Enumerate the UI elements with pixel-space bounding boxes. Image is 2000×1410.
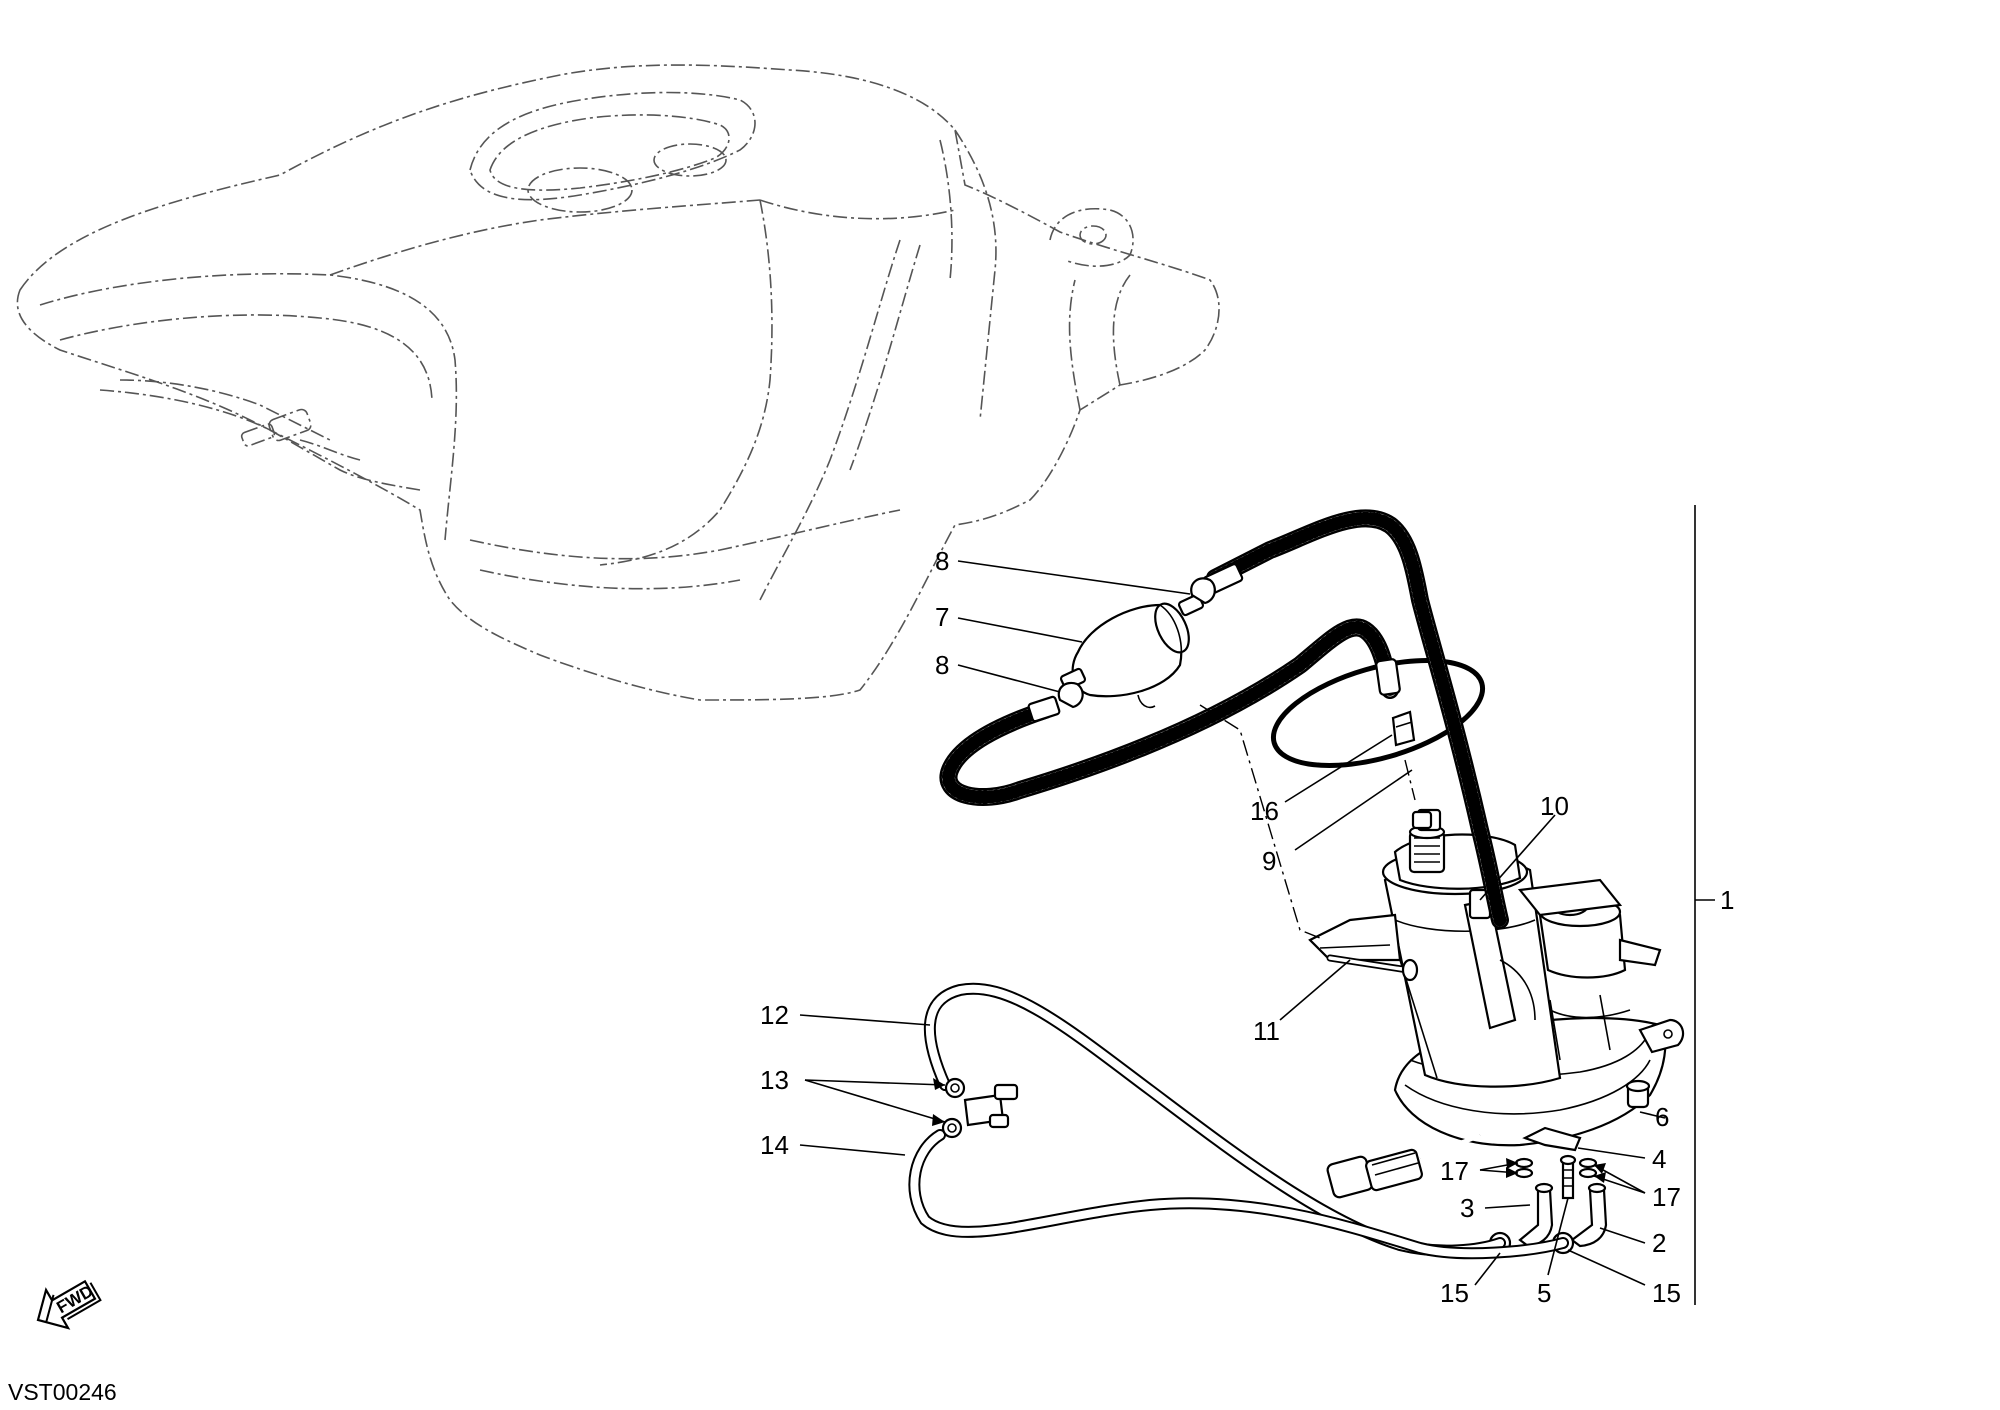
callout-12: 12 [760, 1000, 789, 1030]
callout-10: 10 [1540, 791, 1569, 821]
corrugated-hose-feed [939, 618, 1401, 806]
callout-3: 3 [1460, 1193, 1474, 1223]
pump-electrical-connector [1326, 1132, 1482, 1199]
callout-6: 6 [1655, 1102, 1669, 1132]
callout-17-left: 17 [1440, 1156, 1469, 1186]
pump-outlet-nipple [1411, 810, 1433, 830]
union-2 [1570, 1182, 1608, 1248]
fuel-filter-7 [1059, 593, 1205, 709]
drain-tube-14 [908, 1129, 1569, 1260]
assembly-line-ring [1404, 759, 1416, 801]
callout-9: 9 [1262, 846, 1276, 876]
union-3 [1518, 1182, 1554, 1248]
hose-clamp-8-upper [1190, 577, 1216, 605]
callout-11: 11 [1253, 1016, 1280, 1046]
plate-4 [1522, 1126, 1582, 1152]
callout-5: 5 [1537, 1278, 1551, 1308]
screw-6 [1625, 1079, 1651, 1109]
callout-8-upper: 8 [935, 546, 949, 576]
callout-15-left: 15 [1440, 1278, 1469, 1308]
callout-1: 1 [1720, 885, 1734, 915]
callout-17-right: 17 [1652, 1182, 1681, 1212]
leader-arrowheads [932, 1078, 1606, 1183]
callout-8-lower: 8 [935, 650, 949, 680]
callout-2: 2 [1652, 1228, 1666, 1258]
o-ring-9 [1270, 657, 1486, 769]
tank-outlet-nipple [240, 408, 361, 461]
washers-17 [1514, 1157, 1598, 1179]
callout-16: 16 [1250, 796, 1279, 826]
hose-clamp-8-lower [1057, 681, 1084, 709]
fuel-tank-phantom [16, 64, 1220, 701]
tee-fitting-and-clamps-13 [941, 1077, 1019, 1139]
corrugated-hose-return [1206, 509, 1509, 929]
fwd-arrow-icon: FWD [36, 1279, 102, 1330]
callout-15-right: 15 [1652, 1278, 1681, 1308]
leader-lines [799, 560, 1666, 1286]
screw-11 [1326, 954, 1419, 982]
drawing-code: VST00246 [8, 1379, 117, 1405]
callout-13: 13 [760, 1065, 789, 1095]
bolt-5 [1559, 1154, 1577, 1200]
callout-4: 4 [1652, 1144, 1666, 1174]
callout-14: 14 [760, 1130, 789, 1160]
hose-clamp-16 [1391, 710, 1416, 747]
callout-labels: 1 2 3 4 5 6 7 8 8 9 10 11 12 13 14 15 15… [760, 546, 1734, 1308]
assembly-line [1199, 704, 1321, 939]
callout-7: 7 [935, 602, 949, 632]
